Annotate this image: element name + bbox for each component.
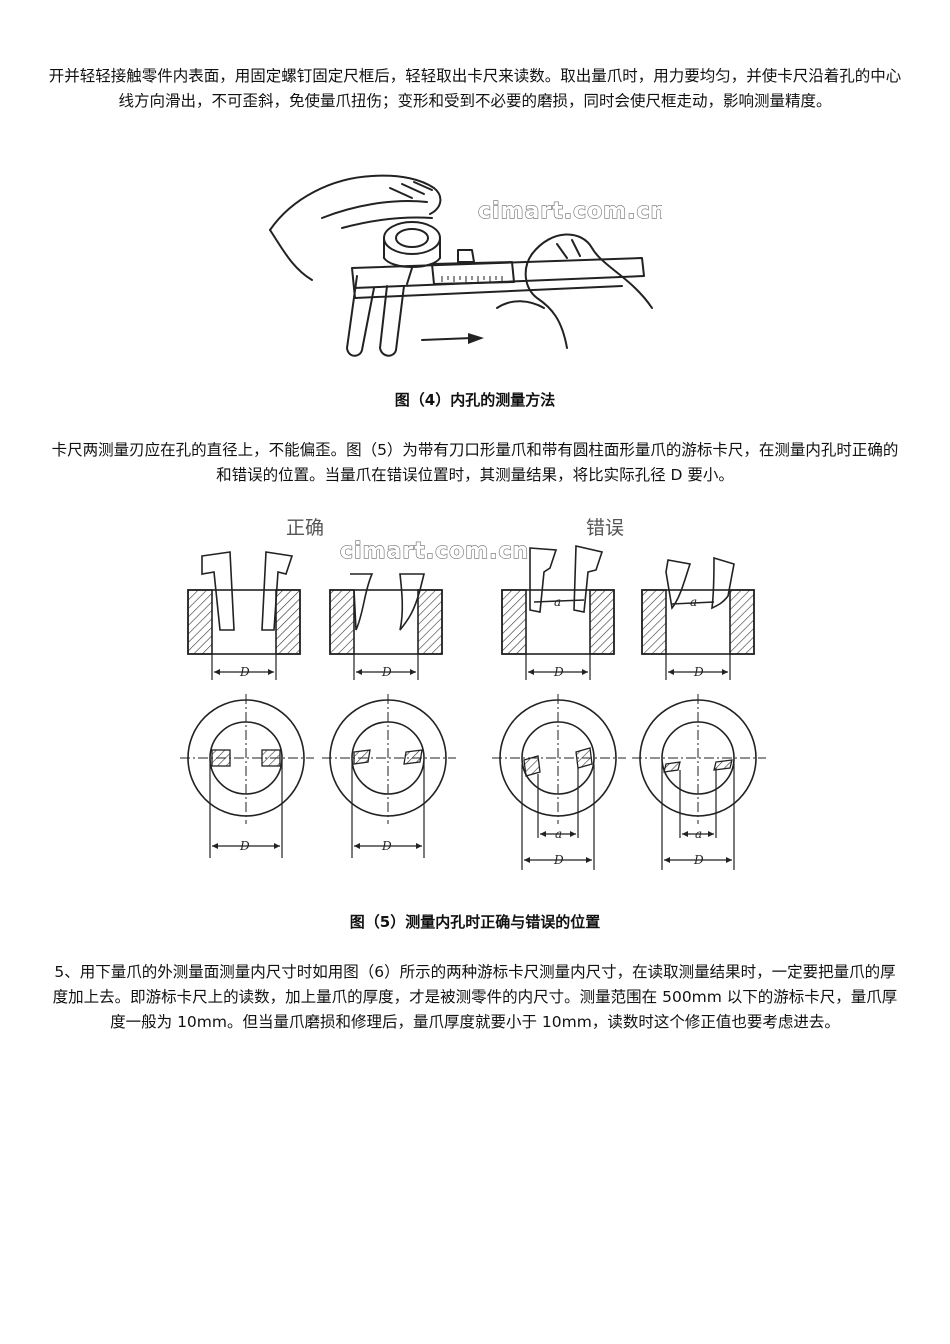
dim-label-d-1: D bbox=[239, 665, 250, 679]
caliper-hand-drawing: cimart.com.cn bbox=[269, 174, 667, 357]
figure-5-caption: 图（5）测量内孔时正确与错误的位置 bbox=[349, 913, 601, 931]
watermark-text: cimart.com.cn bbox=[340, 539, 529, 564]
watermark-text: cimart.com.cn bbox=[478, 199, 662, 224]
paragraph-1: 开并轻轻接触零件内表面，用固定螺钉固定尺框后，轻轻取出卡尺来读数。取出量爪时，用… bbox=[48, 67, 902, 110]
dim-label-d-4: D bbox=[693, 665, 704, 679]
label-correct: 正确 bbox=[286, 517, 324, 539]
dim-label-d-2: D bbox=[381, 665, 392, 679]
dim-label-a-bottom-4: a bbox=[695, 827, 702, 841]
jaw-position-diagram: 正确 错误 bbox=[180, 517, 766, 870]
figure-4-illustration: cimart.com.cn bbox=[262, 158, 667, 384]
dim-label-d-3: D bbox=[553, 665, 564, 679]
label-wrong: 错误 bbox=[586, 517, 624, 539]
dim-label-d-7: D bbox=[553, 853, 564, 867]
dim-label-a-top-4: a bbox=[690, 595, 697, 609]
paragraph-3: 5、用下量爪的外测量面测量内尺寸时如用图（6）所示的两种游标卡尺测量内尺寸，在读… bbox=[52, 963, 898, 1031]
dim-label-d-5: D bbox=[239, 839, 250, 853]
dim-label-a-bottom-3: a bbox=[555, 827, 562, 841]
paragraph-2: 卡尺两测量刃应在孔的直径上，不能偏歪。图（5）为带有刀口形量爪和带有圆柱面形量爪… bbox=[51, 441, 899, 484]
dim-label-d-8: D bbox=[693, 853, 704, 867]
dim-label-a-top-3: a bbox=[554, 595, 561, 609]
dim-label-d-6: D bbox=[381, 839, 392, 853]
figure-4-caption: 图（4）内孔的测量方法 bbox=[394, 391, 556, 409]
figure-5-illustration: 正确 错误 bbox=[174, 512, 774, 884]
